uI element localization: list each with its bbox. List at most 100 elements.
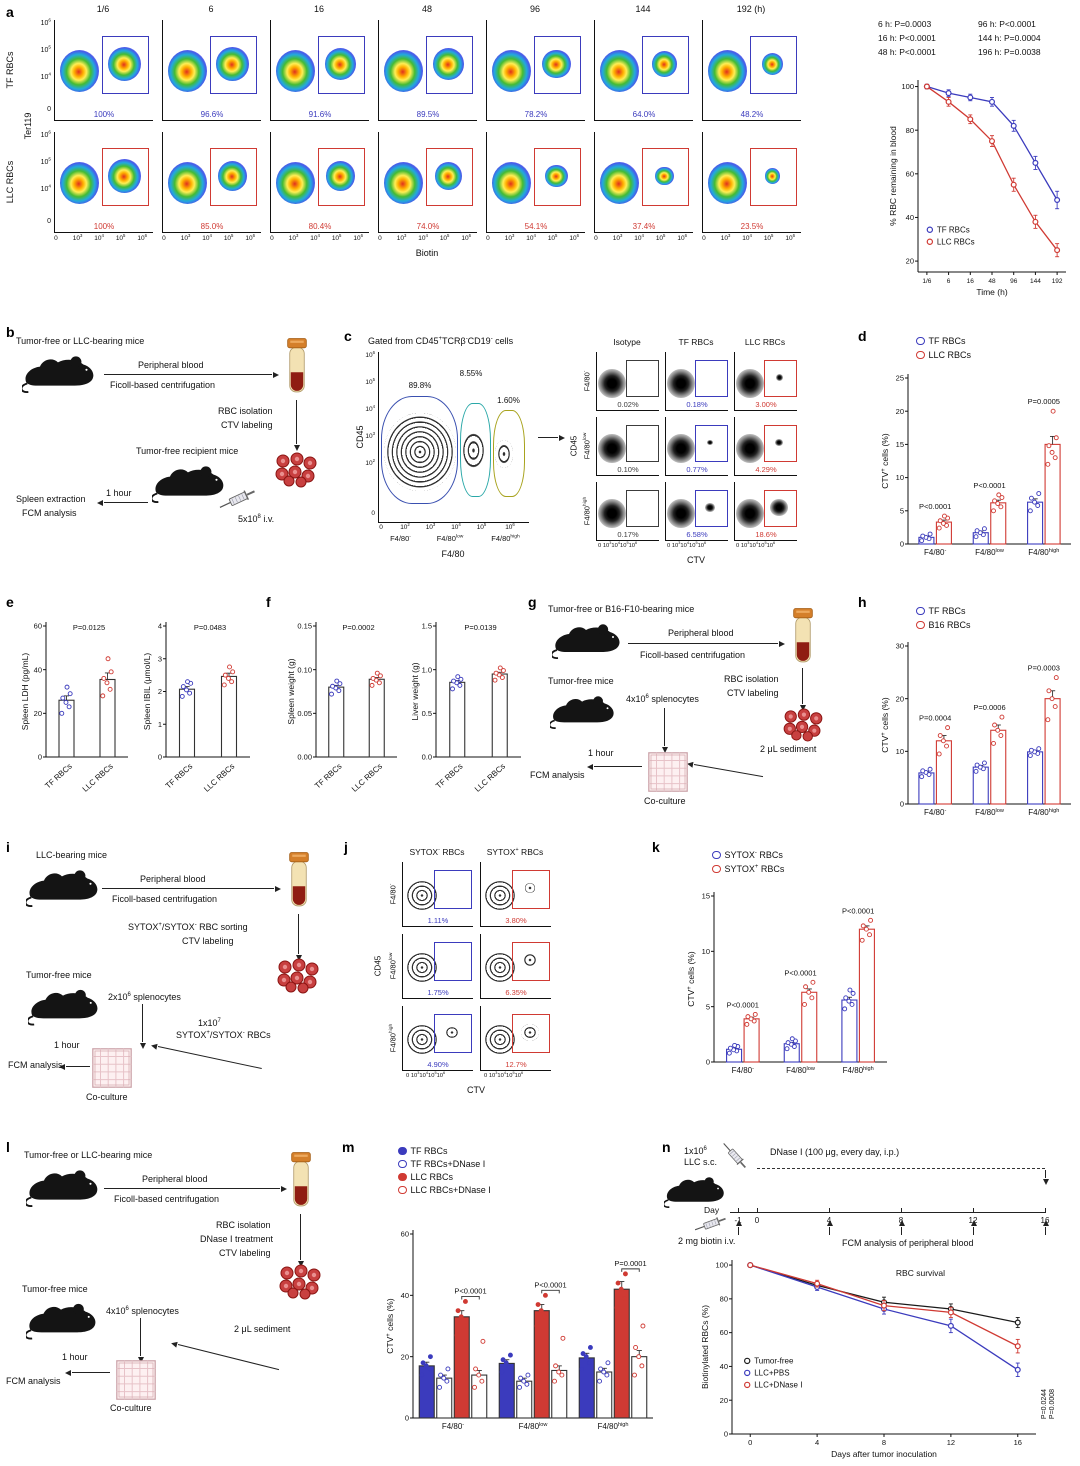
- col-header: LLC RBCs: [744, 337, 786, 347]
- schem-l-coculture-label: Co-culture: [110, 1403, 152, 1413]
- svg-text:P=0.0483: P=0.0483: [194, 623, 226, 632]
- col-header: TF RBCs: [678, 337, 714, 347]
- percentage-label: 18.6%: [755, 530, 777, 539]
- x-tick: 103: [720, 232, 731, 242]
- svg-text:F4/80low: F4/80low: [975, 548, 1005, 557]
- stat-p-value: 48 h: P<0.0001: [878, 47, 936, 57]
- stat-p-value: 196 h: P=0.0038: [978, 47, 1041, 57]
- schem-n-dnase-label: DNase I (100 μg, every day, i.p.): [770, 1147, 900, 1157]
- svg-text:F4/80high: F4/80high: [1028, 808, 1059, 817]
- legend-item-llc-rbcs: LLC RBCs: [916, 350, 971, 360]
- svg-text:60: 60: [720, 1328, 728, 1337]
- axis-label: CD45: [569, 435, 579, 457]
- flow-plot-j: 4.90%: [402, 1006, 473, 1071]
- y-tick: 0: [47, 218, 51, 225]
- flow-plot-c: 6.58%: [665, 482, 728, 541]
- gate: [534, 36, 582, 94]
- flow-plot-a: 37.4%: [594, 132, 693, 233]
- schem-l-mice2-label: Tumor-free mice: [22, 1284, 88, 1294]
- flow-plot-a: 78.2%: [486, 20, 585, 121]
- coculture-plate-icon: [648, 752, 688, 792]
- legend-item-tf-dnase: TF RBCs+DNase I: [398, 1159, 485, 1169]
- gate: [433, 869, 473, 909]
- svg-text:Days after tumor inoculation: Days after tumor inoculation: [831, 1449, 937, 1459]
- percentage-label: 54.1%: [524, 222, 548, 231]
- svg-text:3: 3: [158, 654, 162, 663]
- y-tick: 104: [40, 71, 51, 81]
- y-tick: 104: [365, 403, 375, 413]
- x-tick: 105: [223, 232, 234, 242]
- axis-label: Ter119: [22, 112, 33, 140]
- arrow-left: [157, 1046, 262, 1070]
- open-circle-marker: [712, 850, 721, 859]
- gate: [642, 148, 690, 206]
- svg-text:10: 10: [702, 947, 710, 956]
- schem-l-splenocytes-label: 4x106 splenocytes: [106, 1306, 179, 1316]
- pct-label: 1.60%: [497, 396, 520, 406]
- gate: [318, 36, 366, 94]
- flow-plot-c: 4.29%: [734, 417, 797, 476]
- svg-text:LLC+DNase I: LLC+DNase I: [754, 1381, 802, 1390]
- timeline-day-number: 0: [754, 1216, 760, 1225]
- arrow-down: [142, 1004, 144, 1042]
- schem-i-splenocytes-label: 2x106 splenocytes: [108, 992, 181, 1002]
- flow-plot-c: 0.17%: [596, 482, 659, 541]
- x-tick: 0: [54, 235, 58, 242]
- x-tick: 106: [353, 232, 363, 242]
- gate-region-2: [492, 409, 525, 497]
- arrow-left: [693, 764, 764, 778]
- schem-l-blood-label: Peripheral blood: [142, 1174, 208, 1184]
- gate-label: F4/80high: [491, 534, 520, 543]
- flow-plot-a: 91.6%: [270, 20, 369, 121]
- schem-i-mice-label: LLC-bearing mice: [36, 850, 108, 860]
- open-circle-marker: [398, 1159, 407, 1168]
- flow-plot-a: 54.1%: [486, 132, 585, 233]
- blood-tube-icon: [287, 338, 307, 393]
- percentage-label: 91.6%: [308, 110, 332, 119]
- schem-n-fcm-label: FCM analysis of peripheral blood: [842, 1238, 974, 1248]
- x-tick: 105: [763, 232, 774, 242]
- svg-text:RBC survival: RBC survival: [896, 1268, 945, 1278]
- svg-text:CTV+ cells (%): CTV+ cells (%): [880, 697, 890, 753]
- gate-label: F4/80-: [390, 534, 411, 543]
- legend-label: TF RBCs: [928, 336, 966, 346]
- gate: [763, 360, 797, 397]
- schem-i-mice2-label: Tumor-free mice: [26, 970, 92, 980]
- y-tick: 106: [365, 349, 375, 359]
- x-tick: 0: [378, 235, 382, 242]
- stat-p-value: 144 h: P=0.0004: [978, 33, 1041, 43]
- timeline-day-label: Day: [704, 1205, 720, 1215]
- gate: [433, 1013, 473, 1053]
- timepoint-label: 48: [421, 4, 433, 14]
- mouse-icon: [28, 988, 99, 1026]
- svg-text:P=0.0008: P=0.0008: [1049, 1389, 1056, 1419]
- svg-text:192: 192: [1052, 278, 1063, 285]
- schem-g-coculture-label: Co-culture: [644, 796, 686, 806]
- x-tick: 0 103104105106: [598, 541, 638, 549]
- schem-g-rbc-label: RBC isolation: [724, 674, 779, 684]
- gate-region-1: [459, 403, 491, 497]
- coculture-plate-icon: [92, 1048, 132, 1088]
- mouse-icon: [552, 623, 621, 659]
- legend-label: TF RBCs+DNase I: [410, 1159, 486, 1169]
- svg-text:LLC+PBS: LLC+PBS: [754, 1369, 789, 1378]
- percentage-label: 0.17%: [617, 530, 639, 539]
- percentage-label: 100%: [93, 222, 115, 231]
- x-tick: 104: [634, 232, 644, 242]
- svg-text:Liver weight (g): Liver weight (g): [410, 662, 420, 720]
- svg-text:P=0.0139: P=0.0139: [464, 623, 496, 632]
- legend-item-tf-rbcs: TF RBCs: [916, 336, 966, 346]
- percentage-label: 48.2%: [740, 110, 764, 119]
- flow-plot-c: 0.02%: [596, 352, 659, 411]
- panel-label-g: g: [528, 594, 537, 610]
- svg-text:P=0.0005: P=0.0005: [1028, 397, 1060, 406]
- row-label: F4/80-: [582, 370, 592, 392]
- flow-plot-a: 48.2%: [702, 20, 801, 121]
- schem-g-hour-label: 1 hour: [588, 748, 614, 758]
- svg-text:0.5: 0.5: [422, 709, 432, 718]
- percentage-label: 96.6%: [200, 110, 224, 119]
- panel-label-i: i: [6, 839, 10, 855]
- svg-text:1.0: 1.0: [422, 665, 432, 674]
